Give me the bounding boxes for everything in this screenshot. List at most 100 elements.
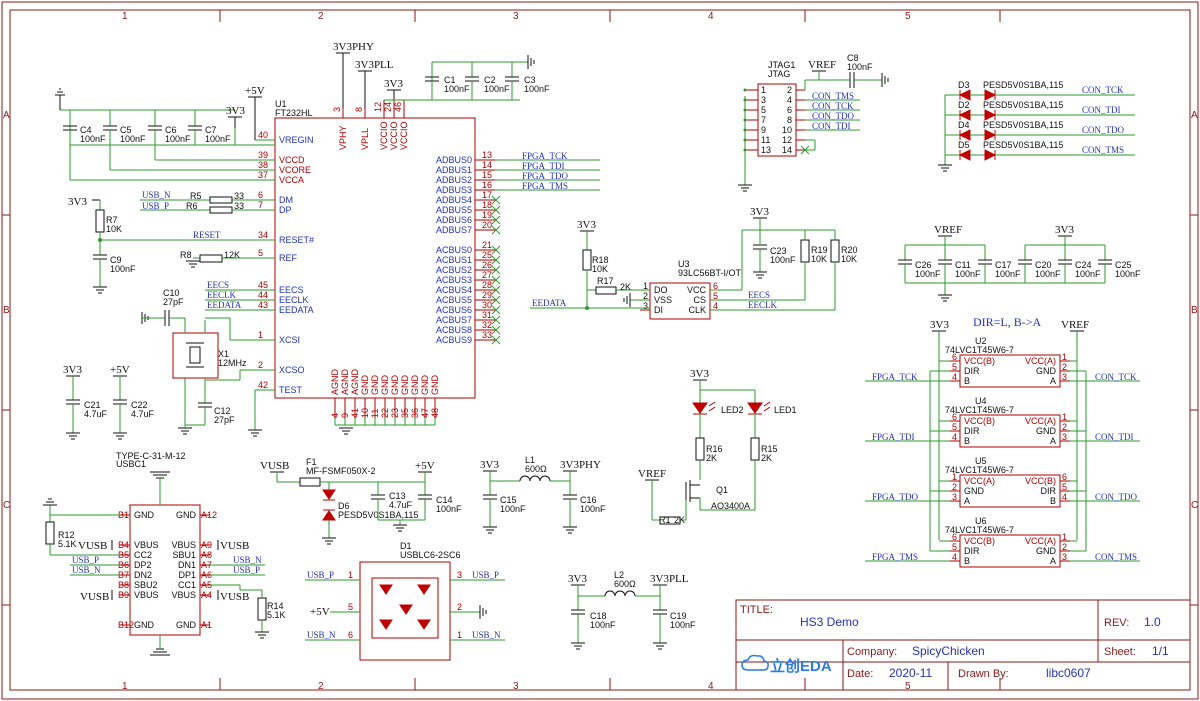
d1-pin-l1: 1 bbox=[348, 570, 353, 580]
v3v3-top-label: 3V3 bbox=[384, 78, 403, 90]
fpga-net: FPGA_TDI bbox=[522, 161, 565, 171]
u1-bot-pin-num: 41 bbox=[350, 408, 360, 418]
d1-usblc6[interactable]: D1 USBLC6-2SC6 1 5 6 3 2 1 USB_P +5V USB… bbox=[305, 541, 505, 661]
u1-pin-name: ADBUS6 bbox=[436, 215, 472, 225]
buf-pin-name: VCC(A) bbox=[1025, 356, 1056, 366]
usbc-part: TYPE-C-31-M-12 bbox=[116, 451, 186, 461]
dir-note: DIR=L, B->A bbox=[973, 315, 1042, 329]
u1-bot-pin-num: 22 bbox=[380, 408, 390, 418]
usbc-pin-name: SBU1 bbox=[172, 550, 196, 560]
esd-part: PESD5V0S1BA,115 bbox=[983, 120, 1063, 130]
u1-pin-name: VCORE bbox=[279, 165, 311, 175]
u1-pin-name: ACBUS3 bbox=[436, 275, 472, 285]
usb-resistors: USB_N USB_P R5 33 R6 33 bbox=[140, 190, 275, 214]
u1-bot-pin-name: GND bbox=[420, 375, 430, 396]
esd-net: CON_TDO bbox=[1082, 125, 1124, 135]
u1-top-pin-num: 8 bbox=[354, 107, 364, 112]
buf-ref: U6 bbox=[975, 516, 987, 526]
cap-val: 100nF bbox=[484, 84, 510, 94]
buf-pin-num: 6 bbox=[952, 412, 957, 422]
usbc-pin-num: A7 bbox=[201, 560, 212, 570]
buf-pin-num: 6 bbox=[952, 532, 957, 542]
jtag-connector[interactable]: JTAG1 JTAG 1357911132468101214CON_TMSCON… bbox=[738, 53, 889, 192]
u1-pin-name: ADBUS3 bbox=[436, 185, 472, 195]
u1-pin-name: VCCD bbox=[279, 155, 305, 165]
d1-pin-r2: 2 bbox=[457, 602, 462, 612]
r17-val: 2K bbox=[620, 282, 631, 292]
u1-pin-num: 44 bbox=[258, 290, 268, 300]
tb-date: 2020-11 bbox=[889, 666, 932, 680]
v3v3-led: 3V3 bbox=[690, 368, 709, 380]
jtag-part: JTAG bbox=[768, 69, 790, 79]
u1-pin-name: ACBUS4 bbox=[436, 285, 472, 295]
d6-ref: D6 bbox=[338, 501, 350, 511]
u1-pin-num: 16 bbox=[482, 180, 492, 190]
vusb-right: VUSB bbox=[220, 540, 249, 552]
buf-pin-name: DIR bbox=[1041, 486, 1057, 496]
usbc-pin-num: A4 bbox=[201, 590, 212, 600]
buf-pin-num: 1 bbox=[1062, 412, 1067, 422]
u1-pin-num: 42 bbox=[258, 380, 268, 390]
c9-ref: C9 bbox=[110, 255, 122, 265]
buf-out-net: CON_TMS bbox=[1095, 552, 1137, 562]
zone-col-top: 1 bbox=[122, 11, 128, 22]
r14-ref: R14 bbox=[267, 601, 284, 611]
u1-bot-pin-name: GND bbox=[390, 375, 400, 396]
vusb-right2: VUSB bbox=[220, 591, 249, 603]
zone-col-bottom: 3 bbox=[513, 681, 519, 692]
cap-ref: C1 bbox=[444, 75, 456, 85]
buf-ref: U5 bbox=[975, 456, 987, 466]
usbc-pin-name: VBUS bbox=[134, 590, 159, 600]
u1-bot-pin-num: 10 bbox=[360, 408, 370, 418]
usbc-pin-name: SBU2 bbox=[134, 580, 158, 590]
u1-bot-pin-name: GND bbox=[410, 375, 420, 396]
u1-pin-name: EECS bbox=[279, 285, 304, 295]
u1-pin-num: 26 bbox=[482, 260, 492, 270]
usbc-pin-name: DN2 bbox=[134, 570, 152, 580]
buf-pin-name: B bbox=[964, 556, 970, 566]
u1-pin-num: 7 bbox=[258, 200, 263, 210]
buf-pin-num: 4 bbox=[952, 552, 957, 562]
eeclk-u3: EECLK bbox=[748, 300, 777, 310]
u3-pin-num: 3 bbox=[643, 301, 648, 311]
usbc-ref: USBC1 bbox=[116, 459, 146, 469]
r18-val: 10K bbox=[592, 264, 608, 274]
r15-ref: R15 bbox=[761, 444, 778, 454]
u1-pin-name: ADBUS1 bbox=[436, 165, 472, 175]
v3v3-c21: 3V3 bbox=[63, 364, 82, 376]
v3v3-u3: 3V3 bbox=[750, 206, 769, 218]
l1-ref: L1 bbox=[525, 455, 535, 465]
jtag-pin-r: 14 bbox=[782, 145, 792, 155]
u1-pin-num: 30 bbox=[482, 300, 492, 310]
jtag-net: CON_TDO bbox=[812, 111, 854, 121]
usbc-pin-num: B1 bbox=[118, 510, 129, 520]
q1-ref: Q1 bbox=[716, 485, 728, 495]
vusb-left: VUSB bbox=[78, 540, 107, 552]
lceda-logo-icon bbox=[741, 654, 769, 671]
usbc-pin-num: A6 bbox=[201, 570, 212, 580]
usbc-pin-num: A12 bbox=[201, 510, 217, 520]
c21-val: 4.7uF bbox=[84, 409, 108, 419]
buf-pin-name: B bbox=[964, 376, 970, 386]
usbc-pin-name: VBUS bbox=[134, 540, 159, 550]
c8-val: 100nF bbox=[847, 62, 873, 72]
buf-pin-num: 3 bbox=[1062, 552, 1067, 562]
u3-part: 93LC56BT-I/OT bbox=[678, 268, 742, 278]
zone-col-bottom: 2 bbox=[318, 681, 324, 692]
v3v3-caprow: 3V3 bbox=[1055, 224, 1074, 236]
u1-bot-pin-num: 4 bbox=[330, 413, 340, 418]
v5-c22: +5V bbox=[110, 364, 130, 376]
buf-pin-num: 3 bbox=[1062, 432, 1067, 442]
u1-pin-num: 13 bbox=[482, 150, 492, 160]
buf-pin-num: 3 bbox=[952, 492, 957, 502]
buf-pin-num: 4 bbox=[952, 372, 957, 382]
v3v3pll-l2: 3V3PLL bbox=[650, 573, 689, 585]
buf-pin-num: 4 bbox=[1062, 492, 1067, 502]
c14-val: 100nF bbox=[436, 504, 462, 514]
jtag-pin-r: 10 bbox=[782, 125, 792, 135]
